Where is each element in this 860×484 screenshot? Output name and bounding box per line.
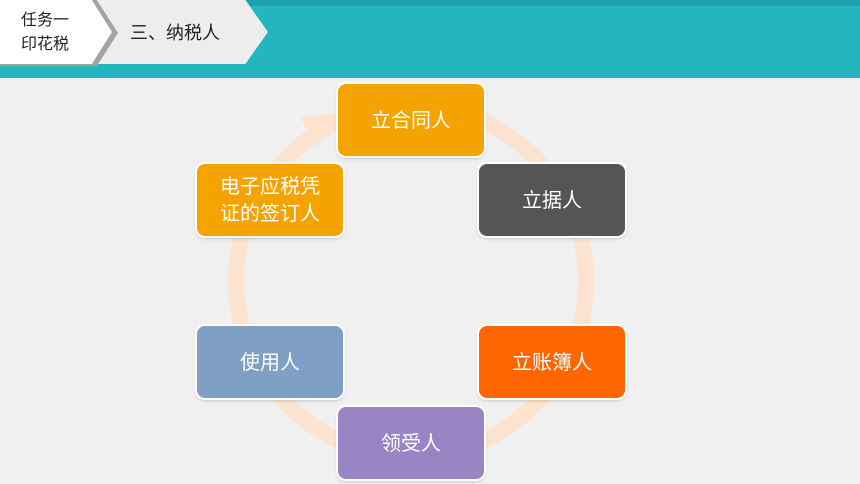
cycle-ring-arrowhead [300, 112, 340, 146]
cycle-node-label: 立账簿人 [512, 349, 592, 374]
cycle-node-label-line2: 证的签订人 [220, 201, 320, 225]
subsection-tab[interactable]: 三、纳税人 [94, 0, 268, 64]
cycle-ring-track [228, 98, 594, 464]
cycle-node-label-line1: 电子应税凭 [220, 174, 320, 198]
cycle-node-e-voucher-signer: 电子应税凭 证的签订人 [197, 164, 343, 236]
section-tab[interactable]: 任务一 印花税 [0, 0, 112, 64]
section-tab-line1: 任务一 [20, 10, 69, 29]
section-tab-label: 任务一 印花税 [0, 8, 90, 56]
header-stripe [0, 0, 860, 6]
section-tab-line2: 印花税 [20, 34, 69, 53]
cycle-node-label: 立据人 [522, 187, 582, 212]
cycle-node-contract-signer: 立合同人 [338, 84, 484, 156]
cycle-node-label: 使用人 [240, 349, 300, 374]
subsection-tab-label: 三、纳税人 [130, 23, 220, 44]
cycle-node-account-book-creator: 立账簿人 [479, 326, 625, 398]
cycle-node-user: 使用人 [197, 326, 343, 398]
cycle-node-label: 电子应税凭 证的签订人 [220, 173, 320, 227]
cycle-node-label: 领受人 [381, 430, 441, 455]
cycle-node-label: 立合同人 [371, 107, 451, 132]
cycle-node-document-issuer: 立据人 [479, 164, 625, 236]
cycle-node-recipient: 领受人 [338, 407, 484, 479]
